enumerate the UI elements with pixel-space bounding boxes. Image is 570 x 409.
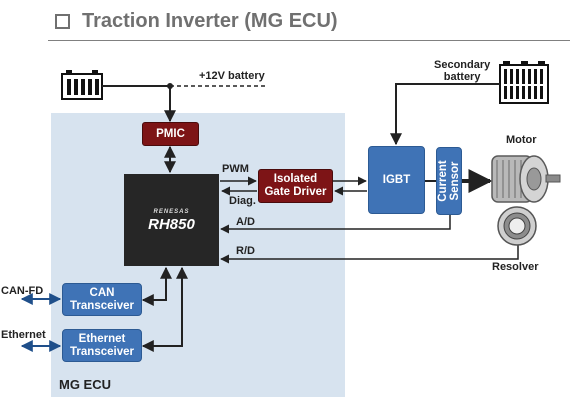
title-text: Traction Inverter (MG ECU) <box>82 10 338 32</box>
can-transceiver-line1: CAN <box>89 286 115 299</box>
pwm-label: PWM <box>222 163 249 175</box>
motor-label: Motor <box>506 134 537 146</box>
resolver-label: Resolver <box>492 261 539 273</box>
battery-12v-icon <box>61 70 103 100</box>
battery-12v-label: +12V battery <box>199 70 265 82</box>
igbt-label: IGBT <box>382 173 411 186</box>
mcu-brand-logo: RENESAS <box>153 209 190 215</box>
square-bullet-icon <box>55 14 70 29</box>
secondary-battery-label: Secondary battery <box>434 59 491 83</box>
current-sensor-line2: Sensor <box>449 161 461 201</box>
rd-label: R/D <box>236 245 255 257</box>
ecu-label: MG ECU <box>59 377 111 392</box>
can-transceiver-line2: Transceiver <box>70 299 134 312</box>
ethernet-transceiver-line1: Ethernet <box>78 332 126 345</box>
resolver-icon <box>497 206 537 246</box>
can-fd-label: CAN-FD <box>1 285 44 297</box>
secondary-battery-icon <box>499 61 549 104</box>
ethernet-label: Ethernet <box>1 329 46 341</box>
igbt-block: IGBT <box>368 146 425 214</box>
pmic-block: PMIC <box>142 122 199 146</box>
motor-icon <box>491 155 561 203</box>
ethernet-transceiver-line2: Transceiver <box>70 345 134 358</box>
current-sensor-block: Current Sensor <box>436 147 462 215</box>
mcu-chip-label: RH850 <box>148 216 195 233</box>
diag-label: Diag. <box>229 195 256 207</box>
current-sensor-line1: Current <box>437 160 449 202</box>
gate-driver-line2: Gate Driver <box>264 186 327 198</box>
ethernet-transceiver-block: Ethernet Transceiver <box>62 329 142 362</box>
can-transceiver-block: CAN Transceiver <box>62 283 142 316</box>
title-divider <box>48 40 570 41</box>
page-title: Traction Inverter (MG ECU) <box>55 10 338 33</box>
mcu-block: RENESAS RH850 <box>124 174 219 266</box>
ad-label: A/D <box>236 216 255 228</box>
gate-driver-block: Isolated Gate Driver <box>258 169 333 203</box>
pmic-label: PMIC <box>156 127 185 140</box>
gate-driver-line1: Isolated <box>273 173 318 185</box>
